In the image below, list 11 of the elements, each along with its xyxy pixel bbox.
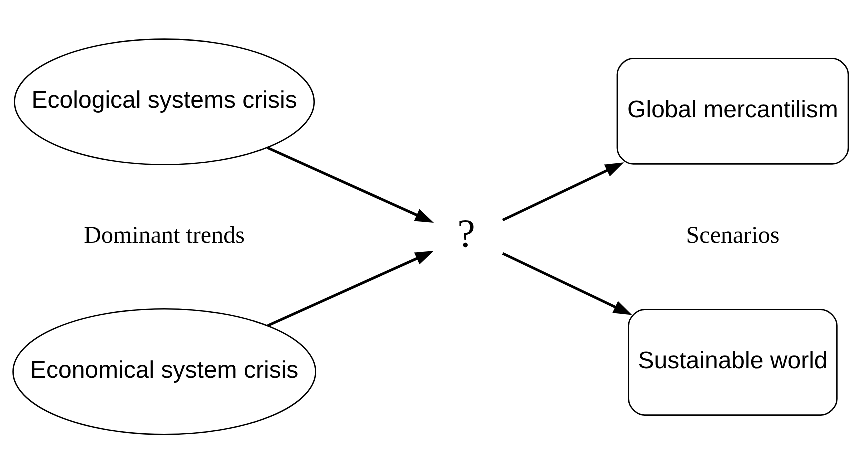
arrow [268,250,434,327]
node-box: Sustainable world [628,308,838,416]
arrow [267,146,434,222]
node-ellipse: Ecological systems crisis [14,38,316,166]
label: Scenarios [686,222,780,248]
node-box: Global mercantilism [616,58,850,164]
arrow [502,162,624,222]
label: Dominant trends [84,222,245,248]
node-text: ? [458,210,476,256]
node-ellipse: Economical system crisis [12,308,317,435]
arrow [502,252,632,315]
